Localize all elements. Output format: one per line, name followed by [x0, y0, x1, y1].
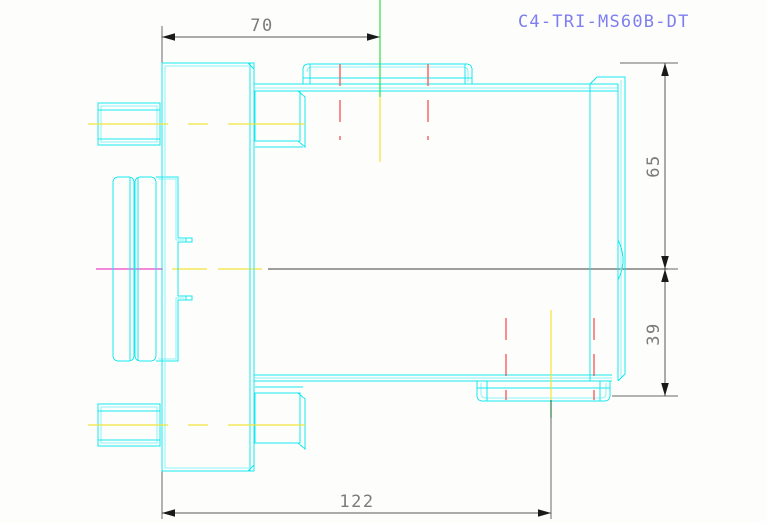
lower-boss-bevel	[297, 392, 306, 451]
bottom-rail-inner	[480, 383, 607, 399]
connector-right-face-shade-top	[158, 178, 184, 241]
upper-boss-outline	[254, 90, 301, 142]
right-wall-bevel	[589, 76, 626, 382]
connector-notch-lower	[178, 295, 193, 301]
upper-boss-bevel	[297, 90, 306, 149]
dim-122-arrow-left	[162, 509, 175, 517]
right-end-wall	[589, 76, 626, 382]
dim-65-arrow-top	[661, 63, 669, 76]
dim-70-arrow-left	[162, 33, 175, 41]
dim-39-arrow-bottom	[661, 383, 669, 396]
left-connector-block	[112, 176, 193, 362]
dim-122-arrow-right	[538, 509, 551, 517]
upper-boss	[254, 90, 306, 149]
dim-39-arrow-top	[661, 269, 669, 282]
hidden-lines-upper	[339, 64, 429, 140]
hidden-lines-lower	[505, 318, 595, 400]
right-wall-bulge	[617, 239, 624, 281]
main-body-block	[161, 62, 255, 472]
top-rail-inner	[306, 66, 469, 82]
dim-122-label: 122	[339, 492, 374, 512]
stud-centerlines	[88, 123, 305, 426]
upper-housing-shell	[254, 83, 618, 92]
part-number-label: C4-TRI-MS60B-DT	[518, 12, 690, 32]
dimension-65: 65	[620, 62, 678, 269]
connector-right-face	[156, 176, 187, 362]
dim-70-arrow-right	[367, 33, 380, 41]
connector-plate-outer	[112, 176, 135, 362]
top-mounting-rail	[302, 63, 473, 85]
dimension-122: 122	[161, 402, 552, 519]
lower-boss-outline	[254, 392, 301, 444]
bottom-mounting-rail	[476, 380, 611, 402]
dim-65-label: 65	[644, 154, 664, 177]
bottom-rail-outline	[476, 380, 611, 402]
vertical-centerlines	[379, 0, 552, 418]
lower-housing-shell	[254, 374, 612, 382]
dim-70-label: 70	[250, 16, 273, 36]
dim-39-label: 39	[644, 322, 664, 345]
connector-notch-upper	[178, 237, 193, 243]
top-rail-outline	[302, 63, 473, 85]
main-body-bevel-right	[247, 62, 255, 472]
dimension-70: 70	[161, 16, 380, 82]
connector-right-face-shade-bottom	[158, 297, 184, 360]
dim-65-arrow-bottom	[661, 256, 669, 269]
lower-boss	[254, 386, 306, 451]
